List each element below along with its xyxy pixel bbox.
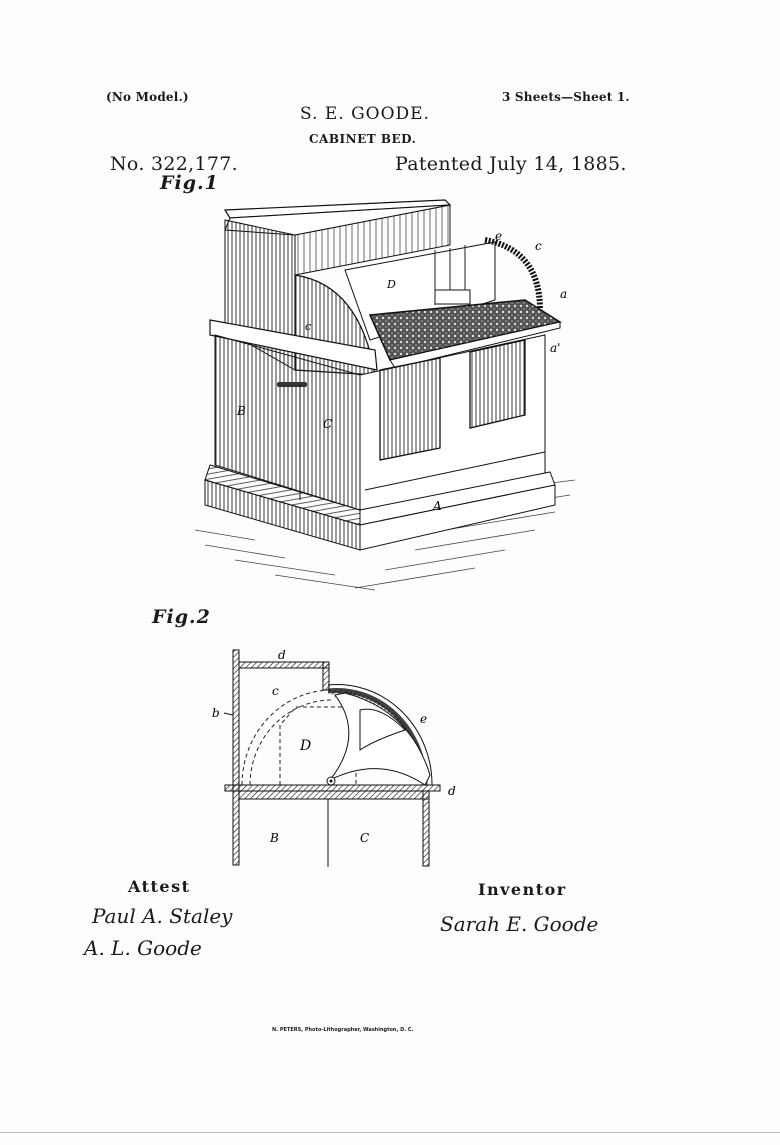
inventor-label: Inventor — [478, 880, 567, 899]
fig2-label-C: C — [360, 831, 369, 845]
lithographer-caption: N. PETERS, Photo-Lithographer, Washingto… — [272, 1027, 414, 1033]
fig1-label-a: a — [560, 287, 567, 301]
sheet-info: 3 Sheets—Sheet 1. — [502, 90, 630, 104]
bottom-border — [0, 1132, 780, 1133]
fig2-label-e: e — [420, 712, 427, 726]
fig1-label-e: e — [495, 229, 502, 243]
fig1-label-c: c — [535, 239, 542, 253]
fig2-label-c: c — [272, 684, 279, 698]
figure-2-drawing: d c b e D d B C — [212, 648, 456, 867]
inventor-signature: Sarah E. Goode — [440, 912, 599, 936]
patent-date: Patented July 14, 1885. — [395, 153, 627, 175]
fig1-label-B: B — [236, 404, 246, 418]
witness-signature-1: Paul A. Staley — [92, 904, 233, 928]
figure-1-label: Fig.1 — [160, 172, 219, 194]
fig2-label-D: D — [299, 738, 311, 754]
patent-number: No. 322,177. — [110, 153, 239, 175]
fig1-label-C: C — [323, 417, 332, 431]
figure-2-label: Fig.2 — [152, 606, 211, 628]
inventor-name: S. E. GOODE. — [300, 104, 430, 124]
fig2-label-d-top: d — [278, 648, 286, 662]
fig1-label-A: A — [432, 499, 442, 513]
fig1-label-c-side: c — [305, 320, 311, 333]
fig2-label-d-shelf: d — [448, 784, 456, 798]
fig1-label-a-prime: a' — [550, 341, 560, 355]
figure-1-drawing: e c a a' D c B C A — [195, 199, 575, 591]
invention-title: CABINET BED. — [309, 132, 417, 146]
attest-label: Attest — [128, 877, 191, 896]
witness-signature-2: A. L. Goode — [84, 936, 202, 960]
model-note: (No Model.) — [106, 90, 189, 104]
fig2-label-B: B — [269, 831, 279, 845]
fig1-label-D: D — [386, 278, 396, 291]
fig2-label-b: b — [212, 706, 220, 720]
